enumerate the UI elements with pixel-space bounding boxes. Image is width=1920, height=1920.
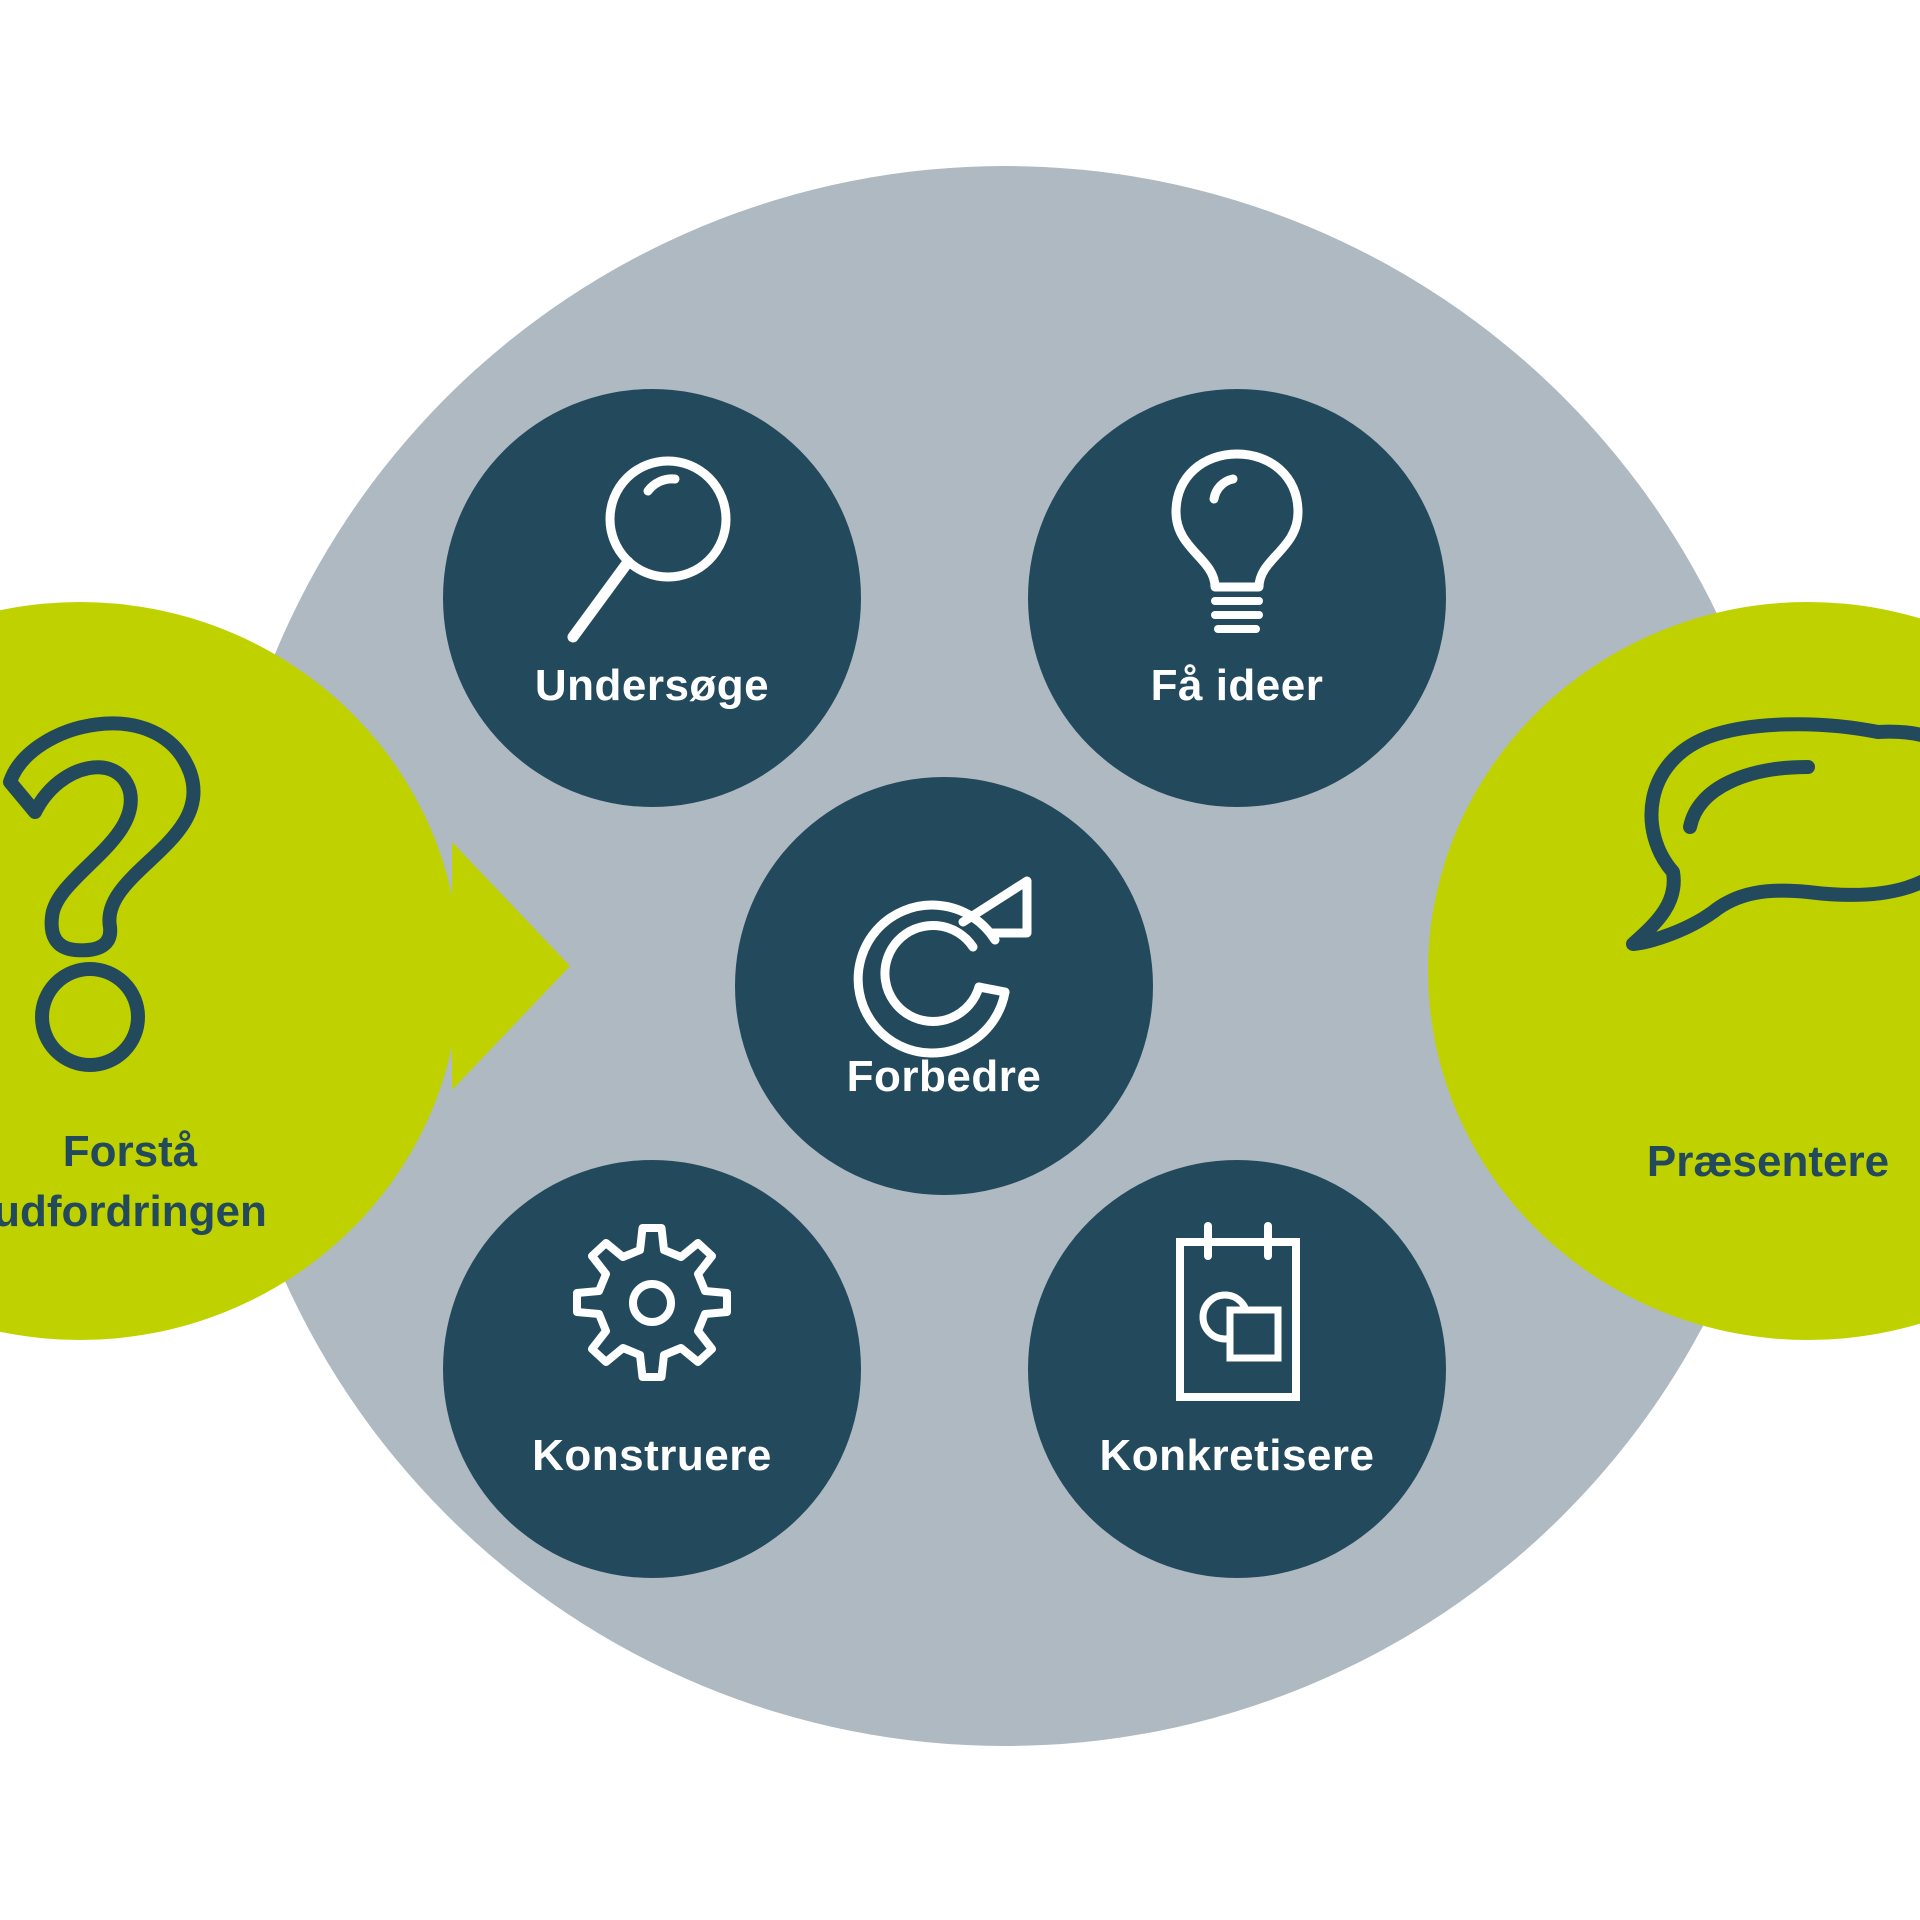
gear-icon — [573, 1224, 731, 1381]
node-label: Undersøge — [534, 661, 770, 710]
node-undersoge: Undersøge — [443, 389, 861, 807]
node-label: Få ideer — [1150, 661, 1324, 710]
arrow-right-icon — [452, 842, 570, 1090]
start-label-line2: udfordringen — [0, 1187, 267, 1236]
node-label: Forbedre — [846, 1052, 1042, 1101]
question-mark-icon — [3, 716, 201, 1072]
lightbulb-icon — [1171, 449, 1303, 633]
node-forbedre: Forbedre — [735, 777, 1153, 1195]
node-fa-ideer: Få ideer — [1028, 389, 1446, 807]
node-label: Konkretisere — [1099, 1431, 1375, 1480]
node-konkretisere: Konkretisere — [1028, 1160, 1446, 1578]
start-label-line1: Forstå — [62, 1127, 198, 1176]
magnifier-icon — [567, 456, 731, 643]
end-label: Præsentere — [1646, 1137, 1890, 1186]
node-label: Konstruere — [532, 1431, 772, 1480]
notepad-icon — [1176, 1222, 1300, 1401]
speech-bubble-icon — [1626, 717, 1920, 951]
refresh-icon — [853, 876, 1032, 1058]
node-konstruere: Konstruere — [443, 1160, 861, 1578]
start-label: Forstå udfordringen — [0, 1122, 380, 1242]
